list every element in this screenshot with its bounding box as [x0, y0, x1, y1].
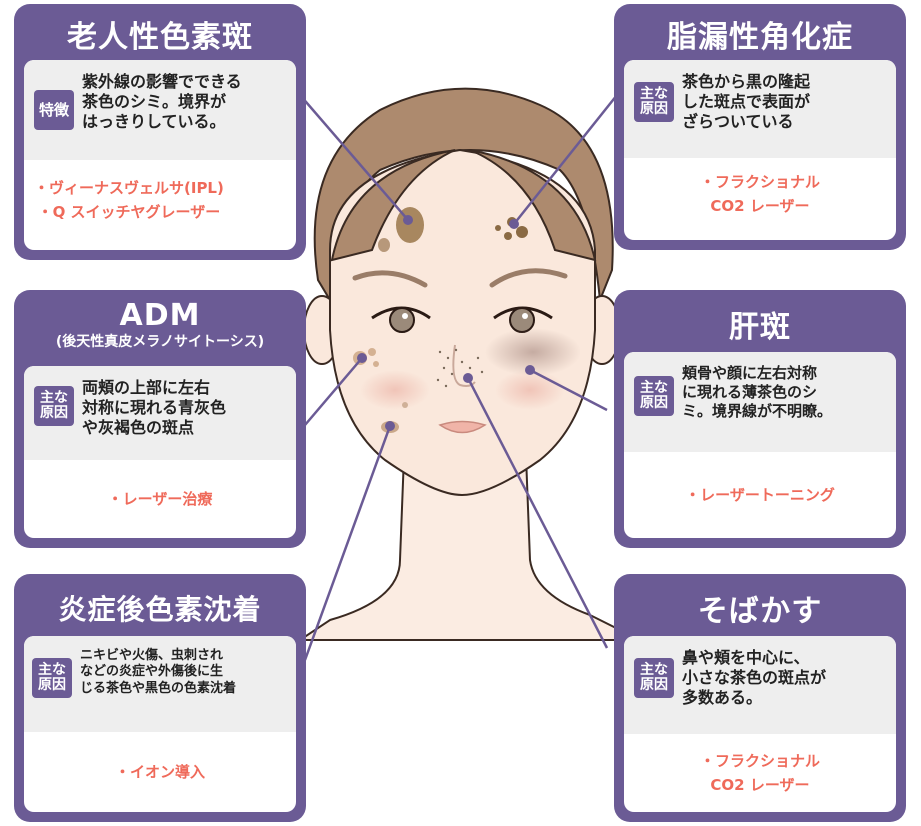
card-title: 脂漏性角化症: [667, 20, 853, 55]
description: 茶色から黒の隆起 した斑点で表面が ざらついている: [682, 72, 811, 131]
right-eyebrow: [489, 268, 568, 288]
cause-tag: 主な 原因: [634, 376, 674, 416]
mouth: [438, 420, 487, 434]
neck: [296, 429, 641, 641]
hair: [313, 87, 614, 304]
treatments: ・イオン導入: [114, 763, 205, 781]
description: 頬骨や顔に左右対称 に現れる薄茶色のシ ミ。境界線が不明瞭。: [682, 364, 833, 420]
connector-lines: [299, 89, 622, 661]
card-melasma: 肝斑 主な 原因 頬骨や顔に左右対称 に現れる薄茶色のシ ミ。境界線が不明瞭。 …: [614, 290, 906, 548]
cause-tag: 主な 原因: [34, 386, 74, 426]
feature-tag: 特徴: [34, 90, 74, 130]
card-freckles: そばかす 主な 原因 鼻や頬を中心に、 小さな茶色の斑点が 多数ある。 ・フラク…: [614, 574, 906, 822]
treatments: ・レーザー治療: [107, 490, 213, 508]
card-title: そばかす: [697, 594, 823, 629]
treatments: ・レーザートーニング: [685, 486, 835, 504]
card-adm: ADM (後天性真皮メラノサイトーシス) 主な 原因 両頬の上部に左右 対称に現…: [14, 290, 306, 548]
left-eyebrow: [352, 270, 428, 288]
description: 紫外線の影響でできる 茶色のシミ。境界が はっきりしている。: [82, 72, 242, 131]
description: 鼻や頬を中心に、 小さな茶色の斑点が 多数ある。: [682, 648, 827, 707]
card-seborrheic-keratosis: 脂漏性角化症 主な 原因 茶色から黒の隆起 した斑点で表面が ざらついている ・…: [614, 4, 906, 250]
treatments: ・フラクショナル CO2 レーザー: [699, 752, 820, 794]
card-title: 肝斑: [729, 310, 791, 345]
description: 両頬の上部に左右 対称に現れる青灰色 や灰褐色の斑点: [82, 378, 227, 437]
card-senile-lentigo: 老人性色素斑 特徴 紫外線の影響でできる 茶色のシミ。境界が はっきりしている。…: [14, 4, 306, 260]
card-title: ADM: [119, 298, 201, 333]
left-eye: [389, 307, 415, 333]
treatments: ・ヴィーナスヴェルサ(IPL) ・Q スイッチヤグレーザー: [34, 179, 224, 221]
treatments: ・フラクショナル CO2 レーザー: [699, 173, 820, 215]
cause-tag: 主な 原因: [32, 658, 72, 698]
cause-tag: 主な 原因: [634, 82, 674, 122]
card-pih: 炎症後色素沈着 主な 原因 ニキビや火傷、虫刺され などの炎症や外傷後に生 じる…: [14, 574, 306, 822]
card-subtitle: (後天性真皮メラノサイトーシス): [55, 334, 265, 350]
card-title: 炎症後色素沈着: [58, 593, 262, 626]
cause-tag: 主な 原因: [634, 658, 674, 698]
melasma-patch: [485, 328, 581, 376]
card-title: 老人性色素斑: [67, 20, 253, 55]
description: ニキビや火傷、虫刺され などの炎症や外傷後に生 じる茶色や黒色の色素沈着: [80, 648, 237, 696]
